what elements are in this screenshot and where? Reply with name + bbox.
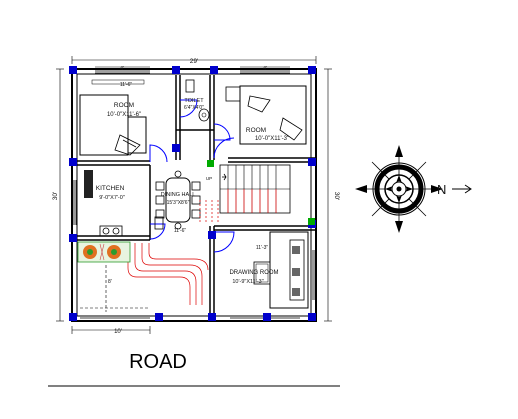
sink-icon xyxy=(99,225,123,237)
kitchen-name: KITCHEN xyxy=(96,185,125,192)
parking-dim-label: 8' xyxy=(108,279,112,285)
door-room2-a xyxy=(213,123,231,141)
column xyxy=(308,313,316,321)
drawing-room: DRAWING ROOM 10'-9"X11'-3" 11'-3" xyxy=(229,231,309,309)
dim-top-right: 4' xyxy=(263,66,267,72)
column-marker xyxy=(207,160,214,167)
dining-size: 15'3"X8'6" xyxy=(167,200,190,206)
room2-name: ROOM xyxy=(246,127,266,134)
flower-icon xyxy=(107,245,121,259)
cushion-icons xyxy=(292,246,300,296)
door-toilet xyxy=(179,99,198,118)
drawing-name: DRAWING ROOM xyxy=(229,270,278,276)
dining-table xyxy=(165,177,191,223)
windows xyxy=(73,70,316,319)
sofa-cushions xyxy=(289,239,305,301)
compass-icon xyxy=(355,145,443,233)
toilet: TOILET 6'4"X4'0" xyxy=(184,79,210,122)
bed-foot xyxy=(127,116,147,154)
dim-top-total: 29' xyxy=(190,58,198,65)
side-table xyxy=(225,86,241,102)
room1-width-note: 11'-6" xyxy=(120,82,133,88)
column xyxy=(263,313,271,321)
stair-arrow-icon xyxy=(223,173,227,181)
compass-north-label: N xyxy=(437,182,446,197)
outer-walls xyxy=(71,68,317,322)
toilet-name: TOILET xyxy=(184,98,204,104)
column xyxy=(208,313,216,321)
toilet-size: 6'4"X4'0" xyxy=(184,105,204,111)
room2-size: 10'-0"X11'-3" xyxy=(255,136,289,142)
door-room1 xyxy=(149,144,168,163)
column xyxy=(69,66,77,74)
column xyxy=(208,231,216,239)
stair-up-label: UP xyxy=(206,176,212,181)
kitchen-size: 9'-0"X7'-0" xyxy=(99,195,125,201)
door-drawing xyxy=(213,231,235,253)
parking-dim xyxy=(80,265,150,312)
center-table xyxy=(253,261,271,285)
dim-left-total: 30' xyxy=(52,192,59,200)
column xyxy=(69,313,77,321)
stair-treads-lower xyxy=(227,189,277,213)
drawing-size: 10'-9"X11'-3" xyxy=(232,279,263,285)
red-guide-lines xyxy=(127,200,219,305)
dining-name: DINING HALL xyxy=(161,192,196,198)
shelf xyxy=(154,216,164,230)
dim-bottom-left: 10' xyxy=(114,329,122,335)
flower-icon xyxy=(83,245,97,259)
room1-name: ROOM xyxy=(114,102,134,109)
dimension-lines xyxy=(56,56,332,334)
stair-treads xyxy=(227,165,277,189)
column-marker xyxy=(308,218,315,225)
door-room2 xyxy=(213,137,235,159)
bedding-icon xyxy=(247,95,303,141)
column xyxy=(172,144,180,152)
staircase: UP xyxy=(206,164,291,214)
room-2: ROOM 10'-0"X11'-3" xyxy=(225,85,307,145)
dining-width-note: 11'-6" xyxy=(174,228,187,234)
column xyxy=(69,234,77,242)
dim-top-left: 4' xyxy=(120,66,124,72)
kitchen: KITCHEN 9'-0"X7'-0" xyxy=(84,170,164,237)
bed xyxy=(239,85,307,145)
doors xyxy=(149,99,235,253)
toilet-bowl-icon xyxy=(198,108,210,122)
cistern xyxy=(185,79,195,93)
column xyxy=(155,313,163,321)
cooktop xyxy=(84,170,93,198)
dining-hall: DINING HALL 15'3"X8'6" 11'-6" xyxy=(155,170,201,234)
room-1: ROOM 10'-0"X11'-6" 11'-6" xyxy=(79,79,147,156)
column xyxy=(308,66,316,74)
drawing-width-note: 11'-3" xyxy=(256,245,269,251)
door-kitchen xyxy=(149,223,166,240)
wardrobe xyxy=(91,79,145,85)
north-arrow-icon xyxy=(452,184,472,194)
room1-size: 10'-0"X11'-6" xyxy=(107,112,141,118)
column xyxy=(172,66,180,74)
planters xyxy=(77,241,131,263)
road-label: ROAD xyxy=(129,351,187,373)
dim-right-total: 30' xyxy=(333,192,340,200)
column xyxy=(69,158,77,166)
column xyxy=(210,66,218,74)
chair-icons xyxy=(155,170,201,230)
structural-columns xyxy=(69,66,316,321)
bedding-icon xyxy=(114,134,141,156)
column xyxy=(308,158,316,166)
